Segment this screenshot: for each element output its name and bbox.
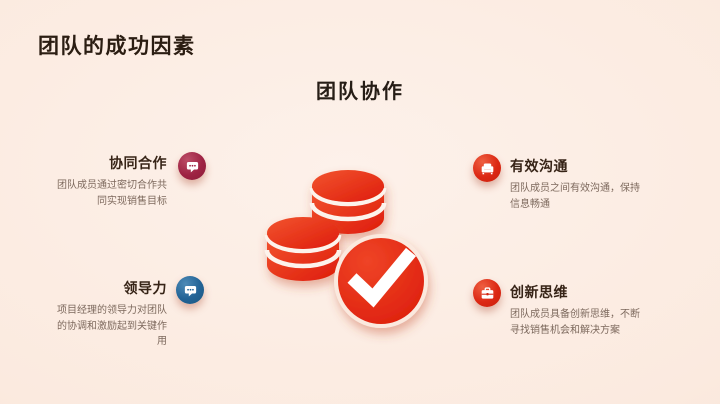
coin-stack-back [309,170,387,234]
item-title: 创新思维 [510,284,568,300]
item-description: 团队成员之间有效沟通，保持 信息畅通 [510,183,640,210]
item-title: 有效沟通 [510,158,568,174]
sofa-icon [473,154,501,182]
briefcase-icon [473,279,501,307]
item-title: 协同合作 [109,155,167,171]
feature-item-collaboration: 协同合作 团队成员通过密切合作共 同实现销售目标 [48,152,212,232]
coins-checkmark-illustration [264,170,428,328]
item-description: 团队成员通过密切合作共 同实现销售目标 [57,180,167,207]
feature-item-communication: 有效沟通 团队成员之间有效沟通，保持 信息畅通 [473,154,658,234]
chat-bubble-icon [176,276,204,304]
chat-bubble-icon [178,152,206,180]
checkmark-circle [334,234,428,328]
feature-item-innovation: 创新思维 团队成员具备创新思维，不断 寻找销售机会和解决方案 [473,279,658,369]
coin-stack-front [264,217,342,281]
slide-subtitle: 团队协作 [316,81,404,103]
item-description: 团队成员具备创新思维，不断 寻找销售机会和解决方案 [510,309,640,336]
item-description: 项目经理的领导力对团队 的协调和激励起到关键作 用 [57,305,167,347]
page-title: 团队的成功因素 [38,35,196,58]
feature-item-leadership: 领导力 项目经理的领导力对团队 的协调和激励起到关键作 用 [48,276,212,366]
item-title: 领导力 [123,280,167,296]
